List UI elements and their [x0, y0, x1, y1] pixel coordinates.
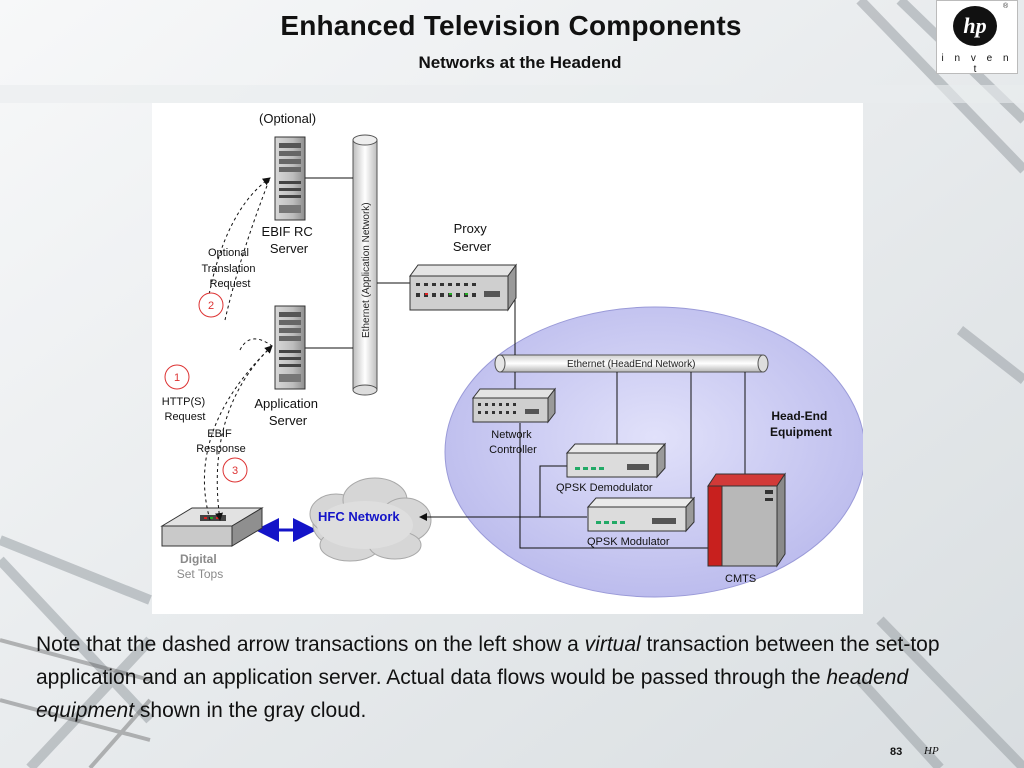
- headend-network-label: Ethernet (HeadEnd Network): [567, 359, 695, 370]
- qpsk-demodulator-label: QPSK Demodulator: [556, 482, 653, 494]
- headend-equipment-label: Head-End Equipment: [770, 409, 832, 439]
- qpsk-demodulator-icon: [565, 442, 667, 479]
- network-controller-label: Network Controller: [489, 429, 537, 456]
- ebif-rc-server-label: EBIF RC Server: [262, 224, 317, 256]
- hp-logo-mark: hp: [953, 6, 997, 46]
- step-2-number: 2: [208, 300, 214, 312]
- registered-mark: ®: [1003, 3, 1009, 10]
- note-text: Note that the dashed arrow transactions …: [36, 633, 940, 722]
- proxy-server-icon: [409, 263, 517, 312]
- optional-translation-label: Optional Translation Request: [201, 247, 258, 290]
- step-2-badge: 2: [198, 292, 224, 318]
- page-number: 83: [890, 746, 903, 758]
- optional-label: (Optional): [259, 111, 316, 126]
- qpsk-modulator-label: QPSK Modulator: [587, 536, 670, 548]
- virtual-transaction-arrows: [203, 177, 273, 521]
- headend-network-pipe: [494, 354, 769, 373]
- hfc-network-label: HFC Network: [318, 509, 400, 524]
- cmts-icon: [707, 472, 786, 568]
- application-server-label: Application Server: [254, 396, 321, 428]
- network-diagram: Ethernet (Application Network) Ethernet …: [152, 103, 866, 614]
- step-1-number: 1: [174, 372, 180, 384]
- qpsk-modulator-icon: [586, 496, 696, 533]
- network-controller-icon: [471, 387, 557, 424]
- proxy-server-label: Proxy Server: [453, 221, 492, 254]
- digital-set-tops-label: Digital Set Tops: [177, 552, 223, 581]
- application-server-icon: [274, 305, 306, 390]
- ebif-rc-server-icon: [274, 136, 306, 221]
- hp-logo-tagline: i n v e n t: [941, 53, 1013, 75]
- diagram-svg: Ethernet (Application Network) Ethernet …: [160, 111, 866, 598]
- ebif-response-label: EBIF Response: [196, 428, 246, 455]
- step-1-badge: 1: [164, 364, 190, 390]
- slide-title: Enhanced Television Components: [280, 10, 742, 41]
- hp-logo: hp i n v e n t ®: [936, 0, 1018, 75]
- http-request-label: HTTP(S) Request: [162, 396, 208, 423]
- app-network-label: Ethernet (Application Network): [361, 202, 372, 338]
- digital-set-top-icon: [160, 507, 264, 547]
- slide-subtitle: Networks at the Headend: [418, 53, 622, 72]
- step-3-badge: 3: [222, 457, 248, 483]
- footer-brand: HP: [924, 745, 939, 757]
- application-network-pipe: [352, 134, 378, 396]
- step-3-number: 3: [232, 465, 238, 477]
- cmts-label: CMTS: [725, 573, 756, 585]
